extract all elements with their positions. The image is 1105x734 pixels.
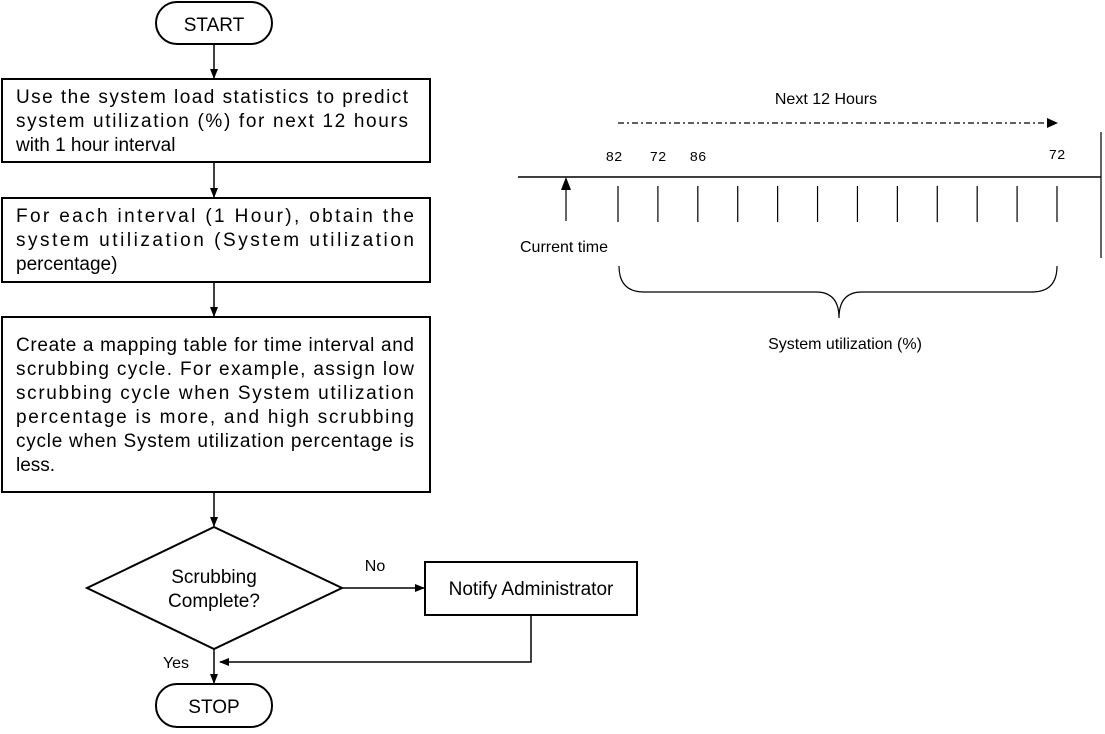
notify-label: Notify Administrator — [449, 579, 614, 600]
step3-line-6: less. — [16, 455, 55, 476]
step3-line-2: scrubbing cycle. For example, assign low — [16, 359, 414, 380]
next-12-hours-label: Next 12 Hours — [775, 91, 877, 108]
step2-process-box: For each interval (1 Hour), obtain the s… — [1, 197, 431, 283]
step3-process-box: Create a mapping table for time interval… — [1, 316, 431, 493]
step3-line-5: cycle when System utilization percentage… — [16, 431, 414, 452]
step1-process-box: Use the system load statistics to predic… — [1, 78, 431, 163]
tick-value-3: 86 — [690, 150, 707, 166]
no-label: No — [365, 558, 386, 575]
step1-line-3: with 1 hour interval — [15, 135, 175, 156]
current-time-arrowhead — [561, 177, 571, 190]
utilization-brace — [618, 265, 1058, 319]
step1-line-2: system utilization (%) for next 12 hours — [16, 111, 408, 132]
step2-line-3: percentage) — [16, 254, 117, 275]
yes-label: Yes — [163, 655, 189, 672]
decision-diamond: Scrubbing Complete? — [84, 525, 345, 651]
step3-line-3: scrubbing cycle when System utilization — [16, 383, 414, 404]
step2-line-2: system utilization (System utilization — [16, 230, 414, 251]
stop-label: STOP — [188, 697, 239, 718]
next-12-hours-arrowhead — [1047, 118, 1058, 128]
decision-line-2: Complete? — [168, 591, 260, 612]
decision-line-1: Scrubbing — [171, 567, 257, 588]
start-node: START — [155, 1, 273, 45]
step1-line-1: Use the system load statistics to predic… — [16, 87, 409, 108]
system-utilization-label: System utilization (%) — [768, 336, 922, 353]
step3-line-1: Create a mapping table for time interval… — [16, 335, 414, 356]
timeline: Next 12 Hours 82 72 86 72 Current time S… — [518, 91, 1102, 353]
tick-value-4: 72 — [1049, 148, 1066, 164]
current-time-label: Current time — [520, 239, 608, 256]
tick-value-2: 72 — [650, 150, 667, 166]
start-label: START — [184, 15, 245, 36]
step3-line-4: percentage is more, and high scrubbing — [16, 407, 414, 428]
timeline-ticks — [617, 186, 1058, 222]
stop-node: STOP — [155, 683, 273, 728]
arrow-notify-return — [219, 615, 532, 666]
tick-value-1: 82 — [606, 150, 623, 166]
notify-administrator-box: Notify Administrator — [424, 561, 638, 616]
